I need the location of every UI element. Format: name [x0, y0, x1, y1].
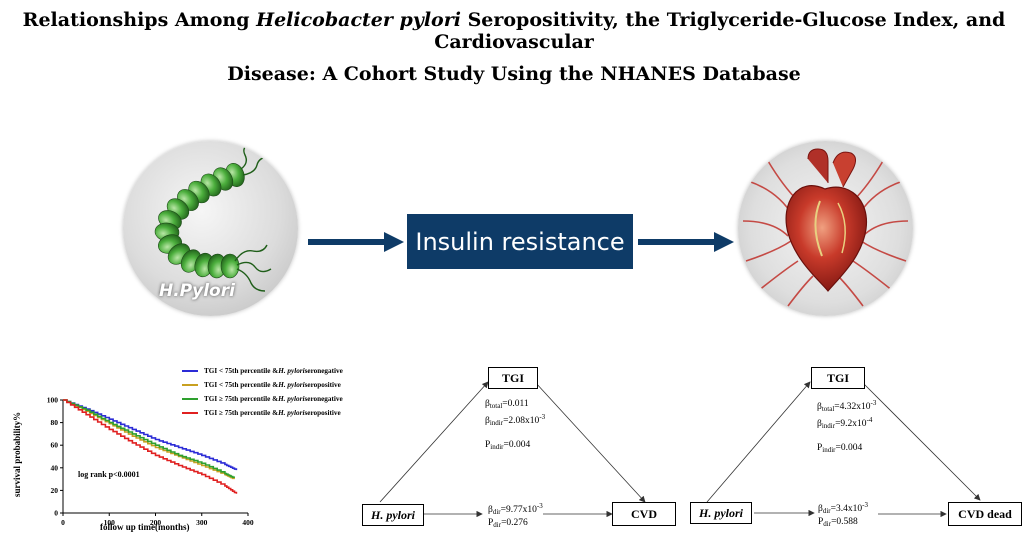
- legend-text: seronegative: [304, 367, 343, 375]
- mediation2-outcome-box: CVD dead: [948, 502, 1022, 526]
- km-ylabel: survival probability%: [12, 411, 22, 497]
- page-title-line2: Disease: A Cohort Study Using the NHANES…: [227, 63, 801, 85]
- mediation2-exposure-box: H. pylori: [690, 502, 752, 524]
- km-series: [63, 399, 238, 494]
- hpylori-label: H.Pylori: [159, 281, 235, 301]
- legend-swatch: [182, 398, 198, 400]
- legend-text: TGI < 75th percentile &: [204, 381, 279, 389]
- x-tick-label: 300: [196, 518, 208, 527]
- mediation1-arrows: [379, 381, 646, 518]
- y-tick-label: 40: [51, 463, 59, 472]
- title-italic-species: Helicobacter pylori: [256, 9, 461, 31]
- km-legend-item: TGI ≥ 75th percentile & H. pylori serone…: [182, 395, 343, 403]
- mediation2-mediator-box: TGI: [811, 367, 865, 389]
- legend-text: TGI < 75th percentile &: [204, 367, 279, 375]
- mediation1-outcome-box: CVD: [612, 502, 676, 526]
- arrow-right-icon: [638, 232, 734, 252]
- mediation2-direct-stats: βdir=3.4x10-3 Pdir=0.588: [818, 501, 868, 528]
- mediation2-indirect-stats: βtotal=4.32x10-3 βindir=9.2x10-4 Pindir=…: [817, 399, 877, 454]
- legend-swatch: [182, 370, 198, 372]
- x-tick-label: 400: [242, 518, 254, 527]
- bacterium-icon: [154, 142, 272, 292]
- heart-icon: [742, 148, 909, 307]
- arrow-right-icon: [308, 232, 404, 252]
- legend-text-italic: H. pylori: [278, 367, 305, 375]
- mediation2-arrows: [706, 381, 981, 518]
- legend-text-italic: H. pylori: [278, 381, 305, 389]
- mediation1-exposure-box: H. pylori: [362, 504, 424, 526]
- km-axes: 0 100 200 300 400 0 20 40 60 80 100: [47, 396, 254, 528]
- y-tick-label: 0: [54, 509, 58, 518]
- legend-text: seropositive: [304, 381, 341, 389]
- km-xlabel: follow up time(months): [100, 522, 190, 532]
- km-series-line: [63, 399, 235, 478]
- x-tick-label: 100: [104, 518, 116, 527]
- legend-text: seronegative: [304, 395, 343, 403]
- heart-illustration: [738, 141, 913, 316]
- legend-text: seropositive: [304, 409, 341, 417]
- x-tick-label: 0: [61, 518, 65, 527]
- km-legend-item: TGI < 75th percentile & H. pylori serone…: [182, 367, 343, 375]
- x-tick-label: 200: [150, 518, 162, 527]
- legend-text-italic: H. pylori: [278, 409, 305, 417]
- legend-swatch: [182, 412, 198, 414]
- legend-text-italic: H. pylori: [278, 395, 305, 403]
- km-survival-chart: 0 100 200 300 400 0 20 40 60 80 100: [47, 396, 254, 528]
- km-series-line: [63, 399, 238, 494]
- mediation1-indirect-stats: βtotal=0.011 βindir=2.08x10-3 Pindir=0.0…: [485, 399, 546, 451]
- hpylori-illustration: H.Pylori: [123, 141, 298, 316]
- y-tick-label: 20: [51, 486, 59, 495]
- page-title-line1: Relationships Among Helicobacter pylori …: [22, 9, 1006, 53]
- km-logrank-annotation: log rank p<0.0001: [78, 470, 140, 479]
- insulin-resistance-box: Insulin resistance: [407, 214, 633, 269]
- mediation1-mediator-box: TGI: [488, 367, 538, 389]
- legend-text: TGI ≥ 75th percentile &: [204, 395, 279, 403]
- y-tick-label: 60: [51, 441, 59, 450]
- km-legend-item: TGI ≥ 75th percentile & H. pylori seropo…: [182, 409, 341, 417]
- km-series-line: [63, 399, 235, 480]
- legend-text: TGI ≥ 75th percentile &: [204, 409, 279, 417]
- km-legend-item: TGI < 75th percentile & H. pylori seropo…: [182, 381, 341, 389]
- legend-swatch: [182, 384, 198, 386]
- y-tick-label: 80: [51, 418, 59, 427]
- y-tick-label: 100: [47, 396, 59, 405]
- mediation1-direct-stats: βdir=9.77x10-3 Pdir=0.276: [488, 502, 543, 529]
